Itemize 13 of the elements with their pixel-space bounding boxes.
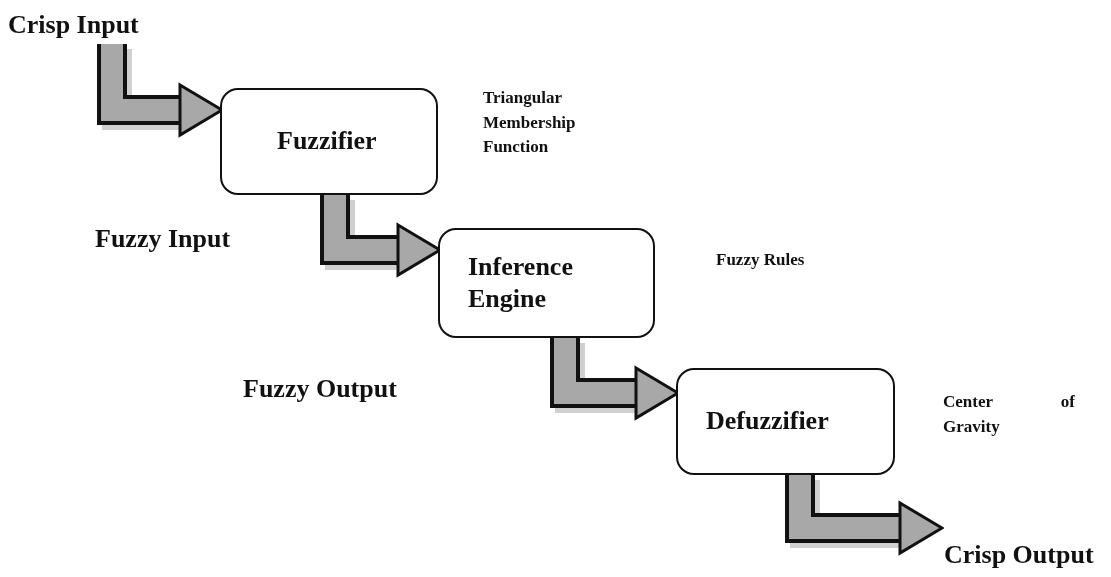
method-note: Center of Gravity bbox=[943, 391, 1075, 438]
process-box bbox=[438, 228, 655, 338]
method-note: Fuzzy Rules bbox=[716, 249, 806, 271]
node-text: Crisp Output bbox=[944, 538, 1095, 571]
node-text: Fuzzifier bbox=[277, 125, 378, 158]
node-text: Crisp Input bbox=[8, 8, 140, 41]
process-box bbox=[676, 368, 895, 475]
node-text: Inference Engine bbox=[468, 250, 574, 315]
stage-label: Fuzzy Output bbox=[243, 374, 397, 404]
stage-label: Fuzzy Input bbox=[95, 224, 231, 254]
node-text: Defuzzifier bbox=[706, 405, 830, 438]
method-note: Triangular Membership Function bbox=[483, 87, 577, 159]
process-box bbox=[220, 88, 438, 195]
